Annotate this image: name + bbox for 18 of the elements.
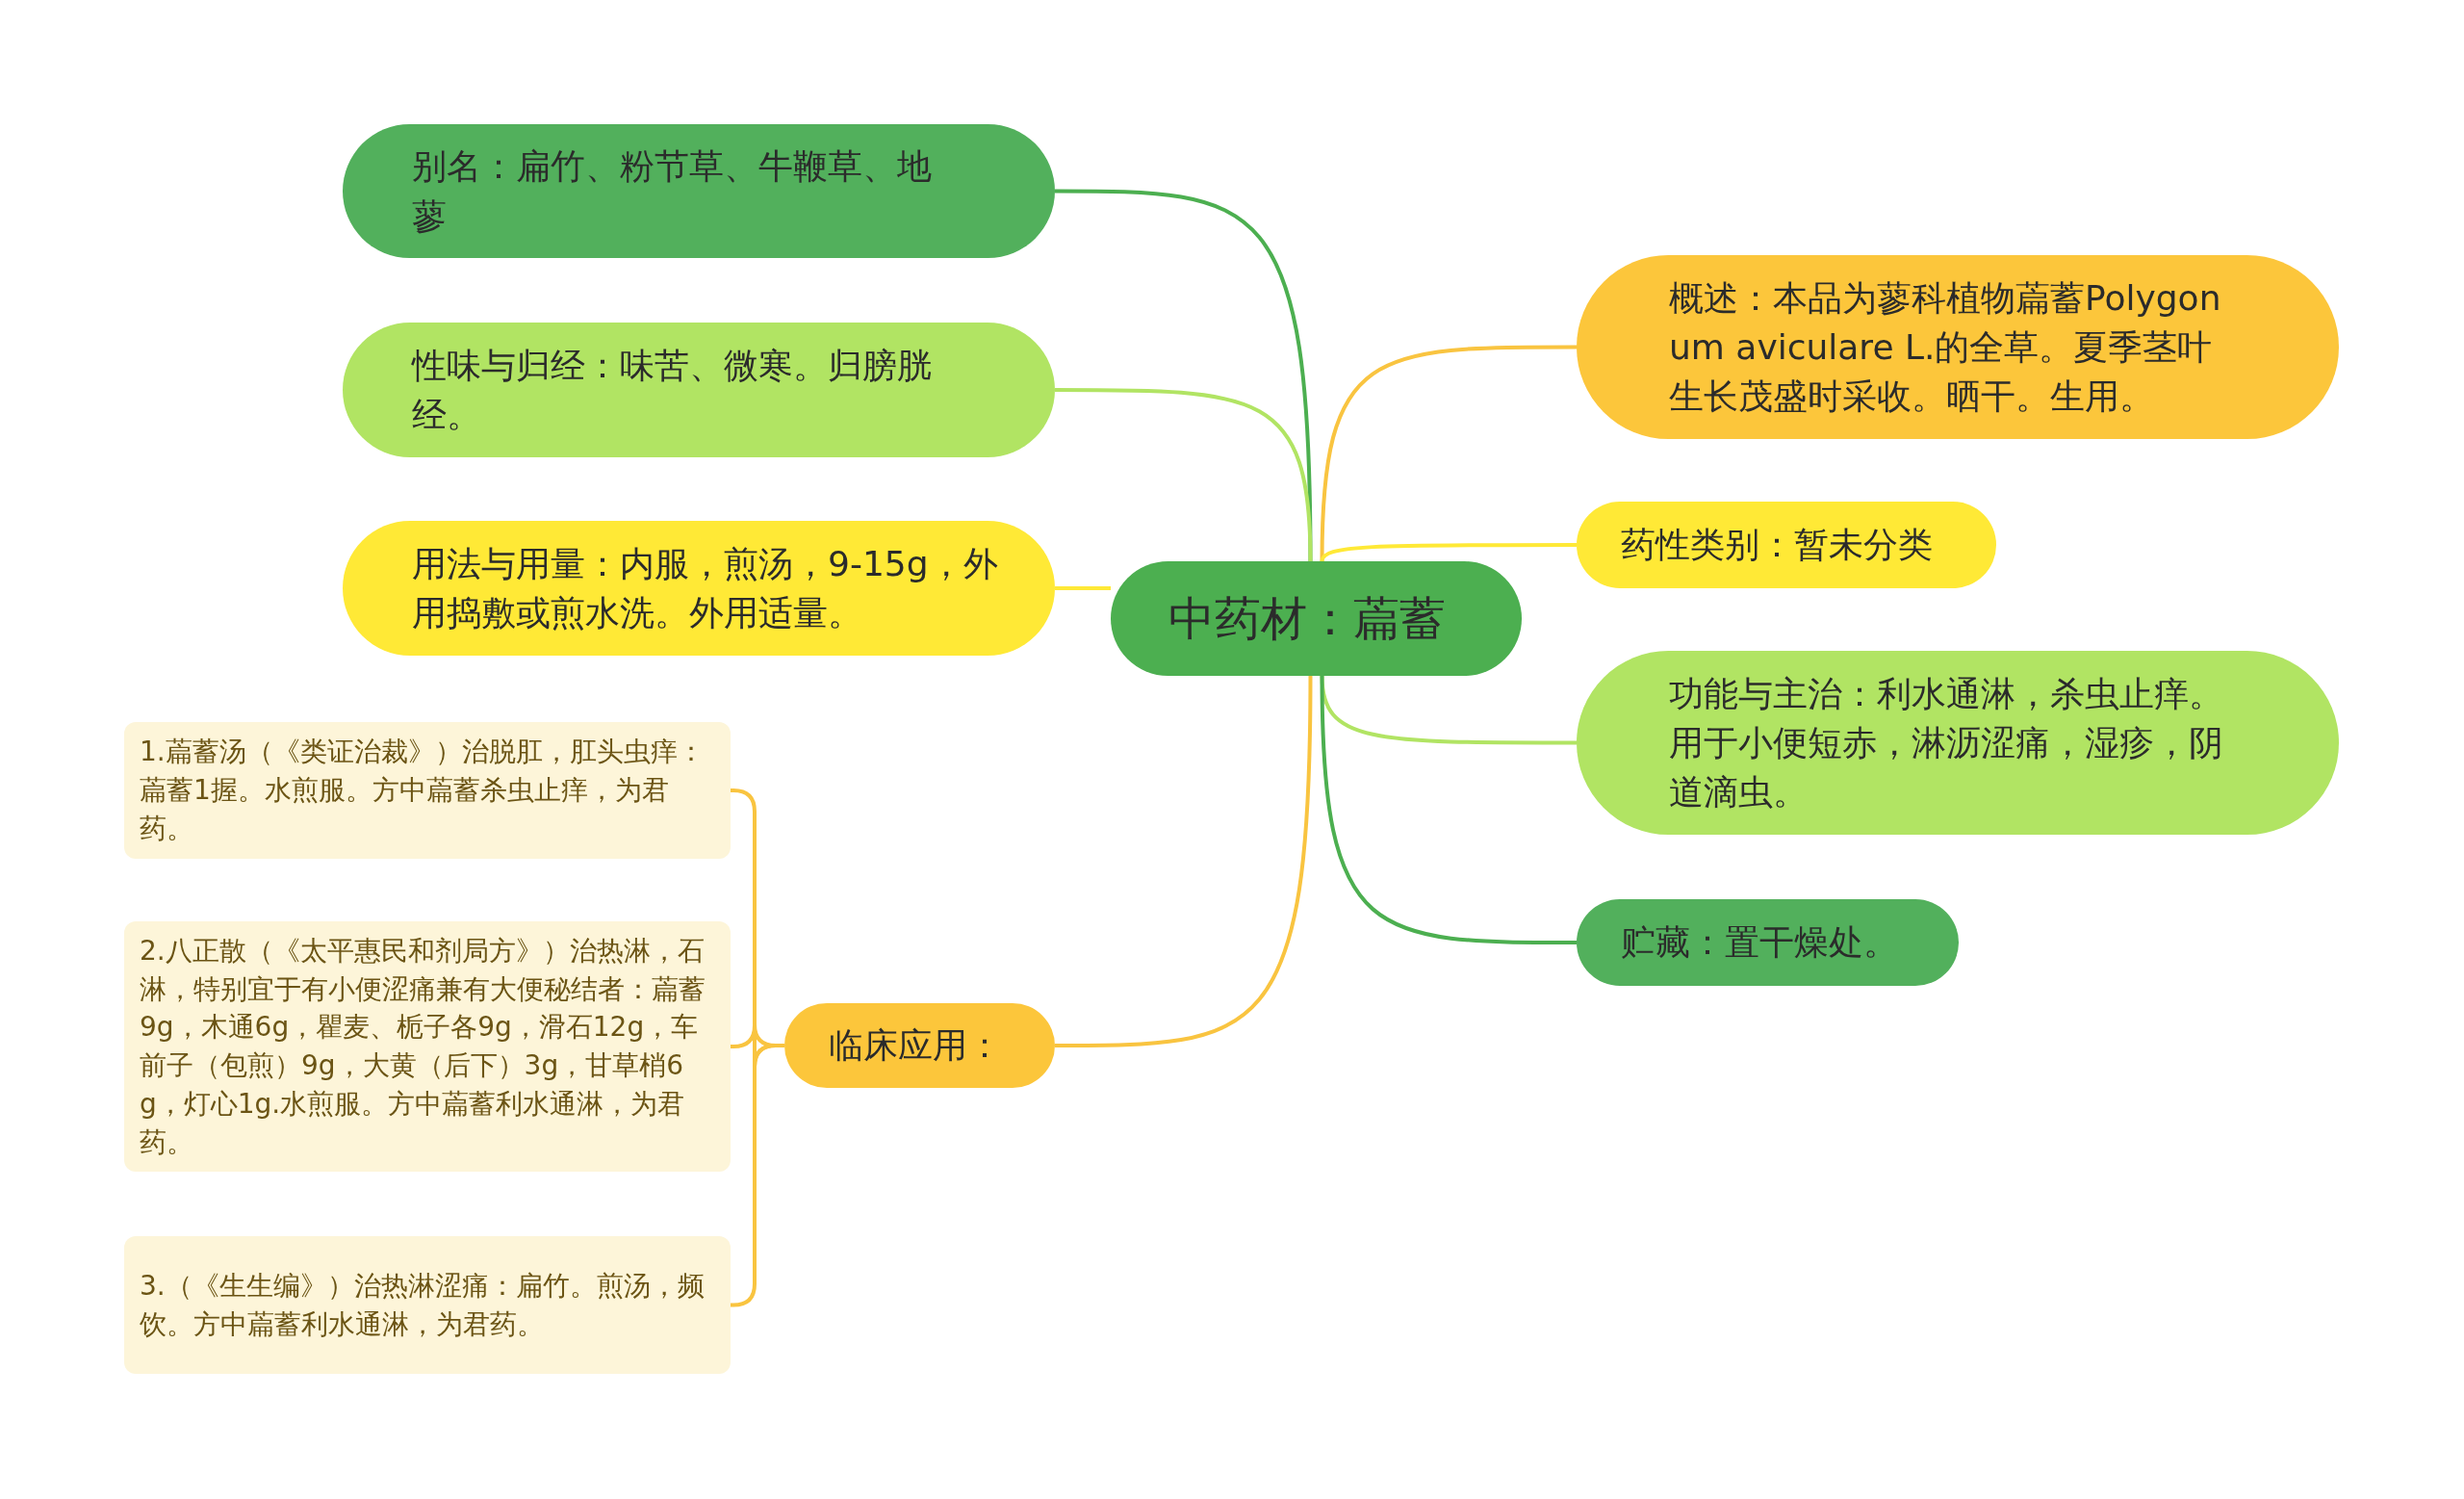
topic-box: 别名：扁竹、粉节草、牛鞭草、地蓼 — [343, 124, 1055, 258]
central-topic: 中药材：萹蓄 — [1111, 561, 1522, 676]
connector-line — [1055, 586, 1111, 590]
connector-line — [1320, 543, 1577, 562]
note-card: 1.萹蓄汤（《类证治裁》）治脱肛，肛头虫痒：萹蓄1握。水煎服。方中萹蓄杀虫止痒，为君药。 — [124, 722, 731, 859]
note-card: 2.八正散（《太平惠民和剂局方》）治热淋，石淋，特别宜于有小便涩痛兼有大便秘结者：萹蓄9g，木通6g，瞿麦、栀子各9g，滑石12g，车前子（包煎）9g，大黄（后下）3g，甘草梢6g，灯心1g.水煎服。方中萹蓄利水通淋，为君药。 — [124, 921, 731, 1172]
topic-box: 用法与用量：内服，煎汤，9-15g，外用捣敷或煎水洗。外用适量。 — [343, 521, 1055, 656]
connector-line — [1055, 675, 1313, 1047]
topic-box: 贮藏：置干燥处。 — [1577, 899, 1959, 986]
topic-box: 临床应用： — [784, 1003, 1055, 1088]
connector-line — [1320, 675, 1577, 944]
note-card: 3.（《生生编》）治热淋涩痛：扁竹。煎汤，频饮。方中萹蓄利水通淋，为君药。 — [124, 1236, 731, 1374]
connector-line — [1320, 345, 1577, 562]
topic-box: 概述：本品为蓼科植物萹蓄Polygonum aviculare L.的全草。夏季茎叶生长茂盛时采收。晒干。生用。 — [1577, 255, 2339, 439]
topic-box: 功能与主治：利水通淋，杀虫止痒。用于小便短赤，淋沥涩痛，湿疹，阴道滴虫。 — [1577, 651, 2339, 835]
topic-box: 药性类别：暂未分类 — [1577, 502, 1996, 588]
topic-box: 性味与归经：味苦、微寒。归膀胱经。 — [343, 323, 1055, 457]
connector-line — [1055, 388, 1313, 562]
